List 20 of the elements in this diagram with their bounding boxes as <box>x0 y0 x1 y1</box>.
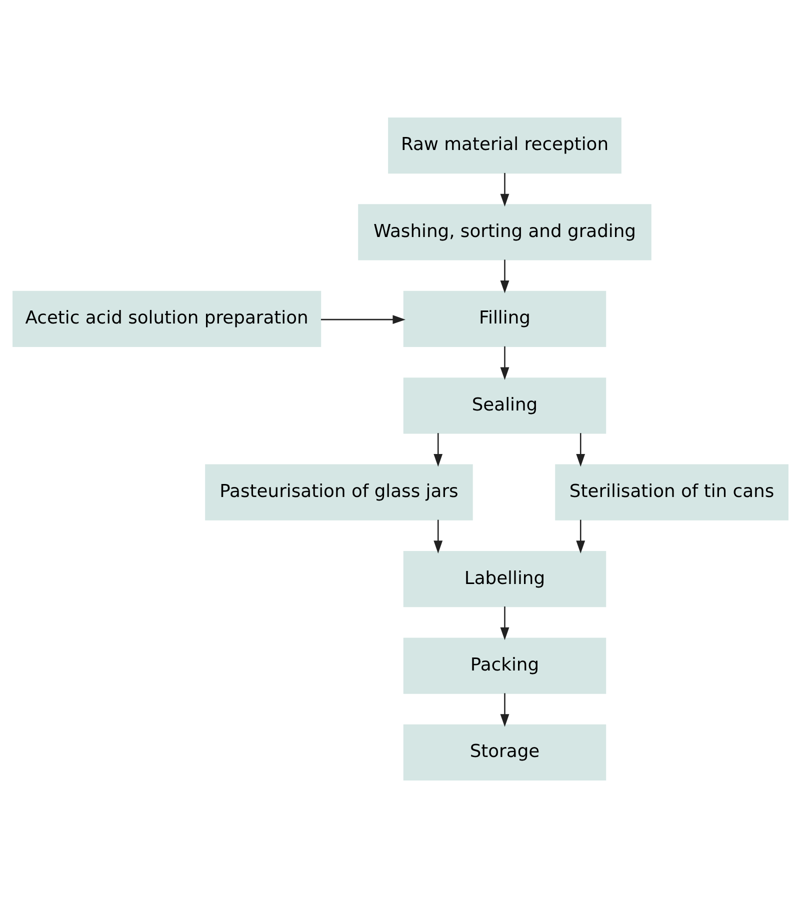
arrow <box>434 520 443 554</box>
arrow <box>500 346 510 380</box>
node-box: Washing, sorting and grading <box>358 204 652 260</box>
node-box: Sterilisation of tin cans <box>555 464 788 520</box>
node-box: Packing <box>403 638 606 694</box>
node-box: Raw material reception <box>388 117 622 174</box>
arrow <box>500 172 510 207</box>
node-box: Labelling <box>403 551 606 608</box>
arrow <box>434 433 443 467</box>
node-box: Storage <box>403 724 606 781</box>
arrow <box>576 520 586 554</box>
node-box: Acetic acid solution preparation <box>12 290 322 347</box>
node-box: Filling <box>403 290 606 347</box>
arrow <box>500 606 510 640</box>
arrow <box>500 693 510 727</box>
arrow <box>320 315 406 324</box>
node-box: Pasteurisation of glass jars <box>205 464 473 520</box>
node-box: Sealing <box>403 378 606 434</box>
arrow <box>500 260 510 294</box>
arrow <box>576 433 586 467</box>
